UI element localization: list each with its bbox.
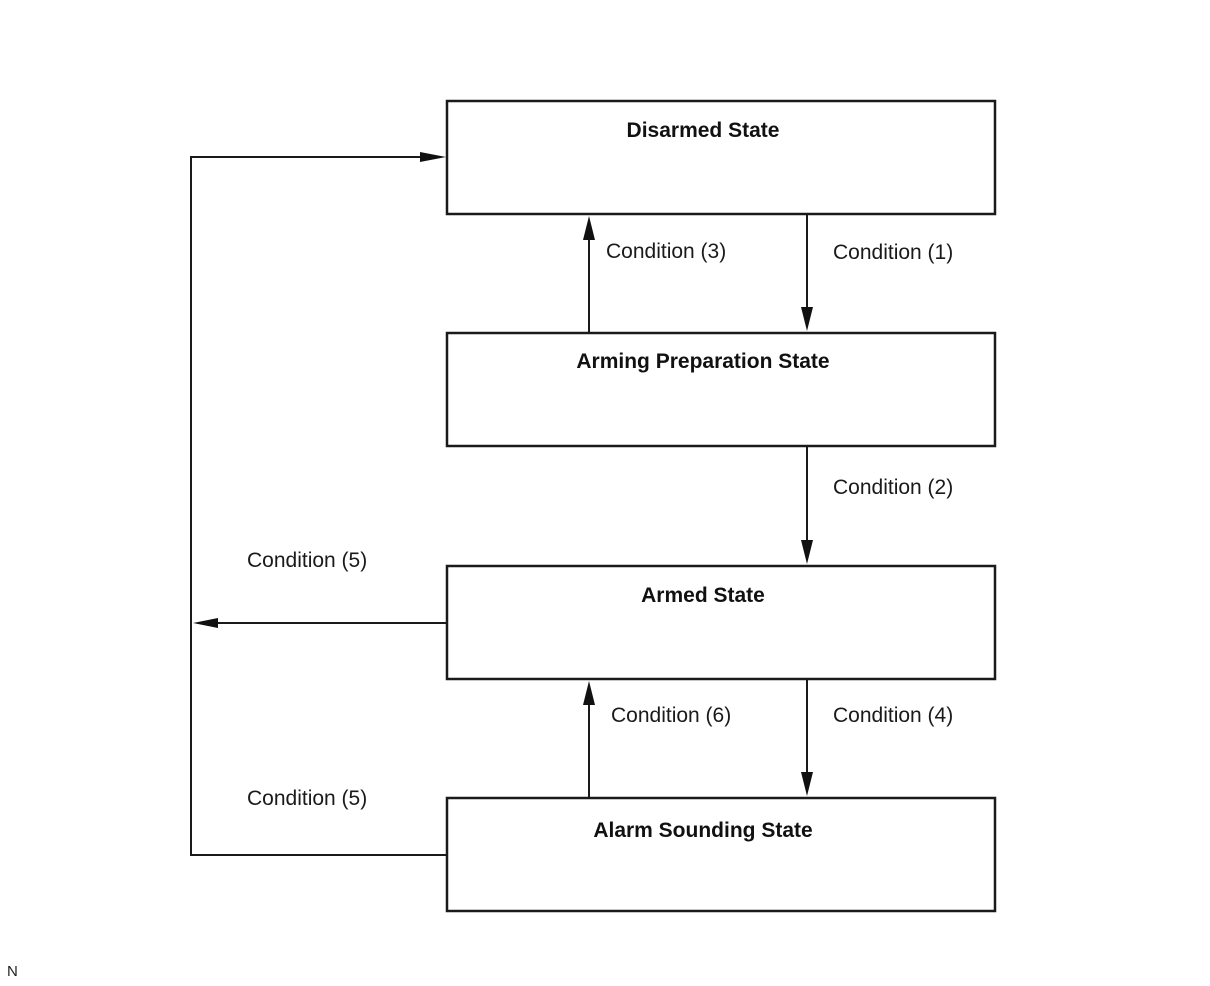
condition-6-label: Condition (6) (611, 704, 731, 727)
condition-4-arrowhead (801, 772, 813, 796)
transition-condition-2: Condition (2) (801, 446, 953, 564)
transition-condition-3: Condition (3) (583, 216, 726, 333)
state-disarmed-title: Disarmed State (627, 119, 780, 142)
state-armed-box (445, 564, 997, 681)
condition-3-arrowhead (583, 216, 595, 240)
transition-condition-1: Condition (1) (801, 214, 953, 331)
condition-5-armed-arrowhead (193, 618, 218, 628)
transition-condition-5: Condition (5) Condition (5) (190, 152, 447, 856)
state-alarm-sounding-title: Alarm Sounding State (593, 819, 812, 842)
condition-1-arrowhead (801, 307, 813, 331)
state-arming-preparation: Arming Preparation State (445, 331, 997, 448)
state-arming-preparation-box (445, 331, 997, 448)
state-armed: Armed State (445, 564, 997, 681)
state-disarmed: Disarmed State (445, 99, 997, 216)
state-alarm-sounding: Alarm Sounding State (445, 796, 997, 913)
condition-3-label: Condition (3) (606, 240, 726, 263)
state-alarm-sounding-box (445, 796, 997, 913)
corner-mark: N (7, 963, 18, 980)
transition-condition-6: Condition (6) (583, 681, 731, 798)
condition-4-label: Condition (4) (833, 704, 953, 727)
condition-2-arrowhead (801, 540, 813, 564)
state-disarmed-box (445, 99, 997, 216)
condition-5-armed-label: Condition (5) (247, 549, 367, 572)
condition-5-return-line (190, 156, 447, 856)
condition-2-label: Condition (2) (833, 476, 953, 499)
condition-5-return-arrowhead (420, 152, 446, 162)
state-armed-title: Armed State (641, 584, 765, 607)
transition-condition-4: Condition (4) (801, 679, 953, 796)
condition-6-arrowhead (583, 681, 595, 705)
condition-5-alarm-label: Condition (5) (247, 787, 367, 810)
condition-1-label: Condition (1) (833, 241, 953, 264)
state-arming-preparation-title: Arming Preparation State (576, 350, 829, 373)
